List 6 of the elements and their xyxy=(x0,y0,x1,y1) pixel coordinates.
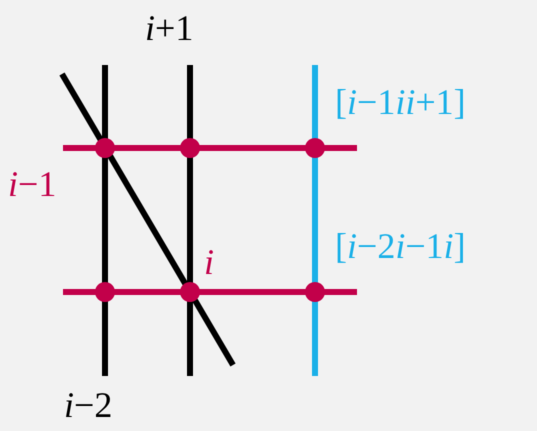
math-label: [i−2i−1i] xyxy=(335,226,466,266)
math-label: i−1 xyxy=(8,164,56,204)
math-label: i+1 xyxy=(145,8,194,48)
math-label: [i−1ii+1] xyxy=(335,82,466,122)
math-label: i−2 xyxy=(64,385,112,425)
math-label: i xyxy=(204,242,214,282)
